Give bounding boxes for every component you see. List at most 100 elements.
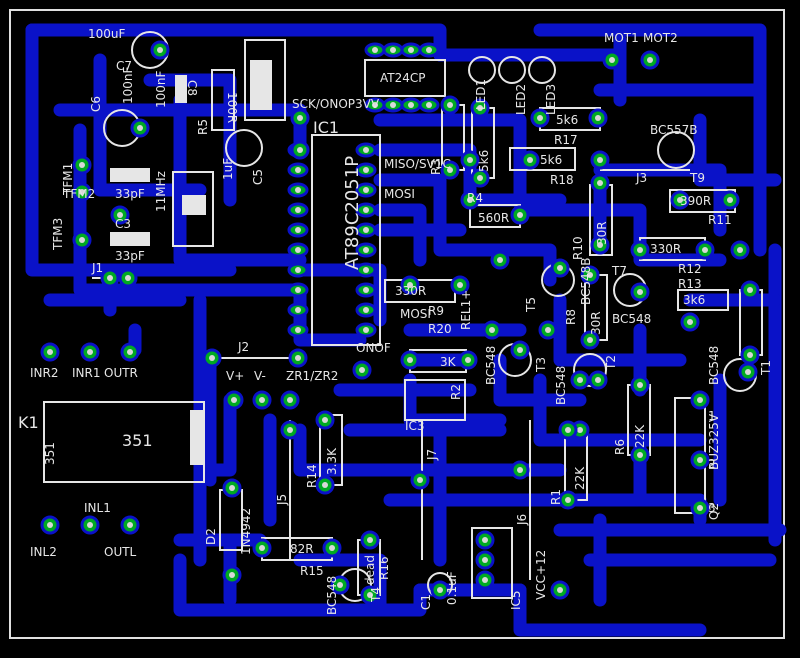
label-tfm1: TFM1 [61,163,75,196]
pad-hole [537,115,543,121]
pad-hole [408,47,414,53]
label-r14: R14 [305,464,319,488]
at24-outline [364,59,446,97]
pad-hole [79,162,85,168]
pad-hole [597,180,603,186]
pad-hole [363,287,369,293]
pad-hole [363,207,369,213]
pad-hole [467,157,473,163]
label-c6-val: 100nF [121,66,135,104]
label-t3: T3 [534,357,548,373]
label-r13: R13 [678,277,702,291]
label-r10-val: 30R [595,221,609,245]
xtal-outline [172,171,214,247]
pad-hole [363,267,369,273]
pad-hole [677,197,683,203]
pad-hole [747,287,753,293]
pad-hole [367,537,373,543]
label-k1-351a: 351 [43,442,57,465]
pad-hole [417,477,423,483]
pad-hole [577,377,583,383]
r5-outline [211,69,235,131]
pad-hole [465,357,471,363]
pad-hole [259,397,265,403]
ic1-outline [311,134,381,346]
label-k1-351b: 351 [122,431,153,450]
pad-hole [447,167,453,173]
label-r17: R17 [554,133,578,147]
pad-hole [577,427,583,433]
pad-hole [737,247,743,253]
pad-hole [647,57,653,63]
label-r15: R15 [300,564,324,578]
pad-hole [295,227,301,233]
regulator-outline [244,39,286,121]
pad-hole [295,327,301,333]
label-sck: SCK/ONOP3VV [292,97,380,111]
led3-outline [528,56,556,84]
label-j7: J7 [425,449,439,461]
label-r13-val: 3k6 [683,293,705,307]
c5-outline [225,129,263,167]
label-bc548b: BC548B [579,257,593,305]
label-pin-2: 2 [708,457,716,471]
label-t2: T2 [604,355,618,371]
pad-hole [637,452,643,458]
pad-hole [702,247,708,253]
relay-coil [190,410,204,465]
label-c5-val: 1uF [221,158,235,180]
pad-hole [467,197,473,203]
label-c7-val: 100uF [88,27,126,41]
label-inr2: INR2 [30,366,59,380]
label-rel: REL1+ [459,290,473,330]
pad-hole [727,197,733,203]
label-j5: J5 [275,494,289,506]
pad-hole [489,327,495,333]
label-c8: C8 [185,80,199,96]
label-miso: MISO/SV1C [384,157,451,171]
pad-hole [390,102,396,108]
label-ic1-part: AT89C2051P [342,156,363,270]
label-r11: R11 [708,213,732,227]
c8-body [175,75,187,103]
silk-labels: 100uF C7 C8 100nF C6 100nF R5 100R C5 1u… [18,27,773,615]
pad-hole [587,337,593,343]
pad-hole [437,587,443,593]
pad-hole [447,102,453,108]
pad-hole [545,327,551,333]
label-led1: LED1 [474,79,488,110]
label-c3: C3 [115,217,131,231]
pad-hole [497,257,503,263]
pad-hole [426,102,432,108]
ic3-outline [404,379,466,421]
pad-hole [295,167,301,173]
label-c1: C1 [419,594,433,610]
t9-outline [657,131,695,169]
pad-hole [322,417,328,423]
pad-hole [157,47,163,53]
pad-hole [231,397,237,403]
r13-outline [677,289,729,311]
label-r16-val: dead [363,555,377,585]
pad-hole [363,227,369,233]
pad-hole [87,522,93,528]
pad-hole [363,327,369,333]
label-r2-val: 3K [440,355,457,369]
label-r14-val: 3.3K [325,447,339,475]
label-pin-1: 1 [708,409,716,423]
pad-hole [295,307,301,313]
label-r18: R18 [550,173,574,187]
pad-hole [297,115,303,121]
label-r16: R16 [377,556,391,580]
pad-hole [363,247,369,253]
label-k1: K1 [18,413,39,432]
label-r1: R1 [549,489,563,505]
label-t4: T4 [369,587,383,603]
pad-hole [209,355,215,361]
pad-hole [697,457,703,463]
component-bodies [110,60,272,465]
pad-hole [527,157,533,163]
pads [40,40,760,605]
label-tfm3: TFM3 [51,218,65,251]
